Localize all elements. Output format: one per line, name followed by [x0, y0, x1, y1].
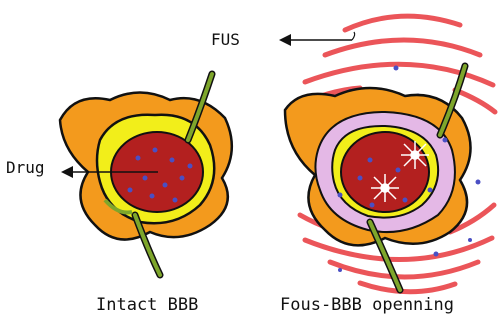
- fus-label: FUS: [211, 32, 240, 48]
- intact-capillary: [60, 74, 232, 275]
- caption-opened-bbb: Fous-BBB openning: [280, 297, 454, 314]
- drug-label: Drug: [6, 160, 45, 176]
- caption-intact-bbb: Intact BBB: [96, 297, 198, 314]
